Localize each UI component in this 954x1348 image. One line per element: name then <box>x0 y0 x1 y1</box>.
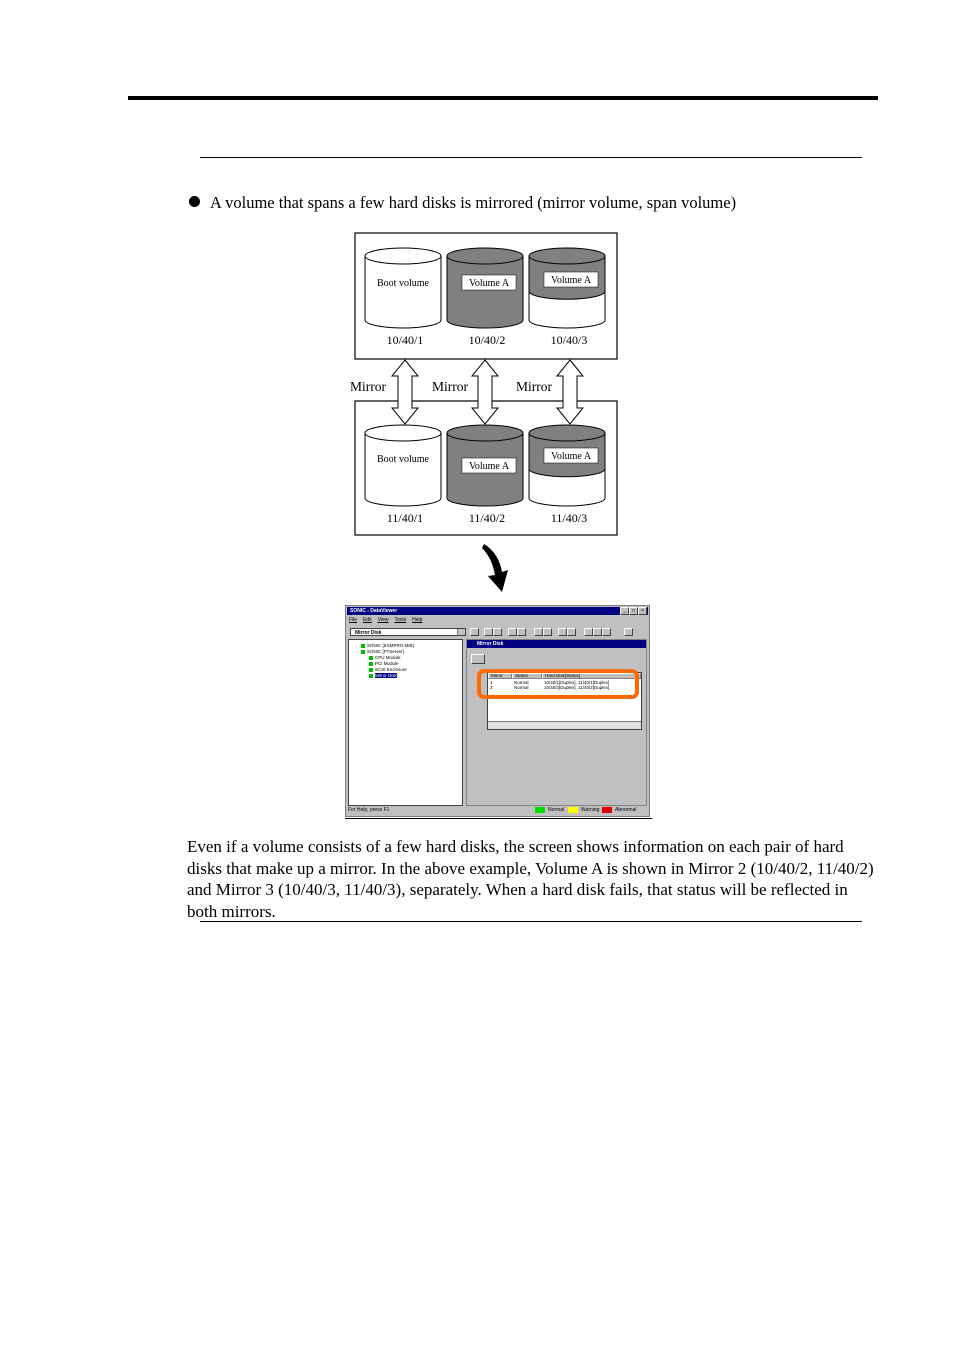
cut-icon[interactable] <box>508 628 517 636</box>
bottom-disk-id: 11/40/3 <box>551 511 587 525</box>
close-button[interactable]: × <box>638 607 647 615</box>
menu-file[interactable]: File <box>349 617 358 623</box>
bullet-dot <box>189 196 200 207</box>
horizontal-scrollbar[interactable] <box>488 721 641 729</box>
table-row[interactable]: 1 Normal 10/40/1[Duplex], 11/40/1[Duplex… <box>490 680 610 685</box>
large-icons-icon[interactable] <box>558 628 567 636</box>
tree-item-ftserver[interactable]: SONIC [FTServer] <box>361 649 404 654</box>
bottom-disk-label: Volume A <box>551 451 592 462</box>
dataviewer-window: SONIC - DataViewer _ □ × File Edit View … <box>345 605 650 817</box>
copy-icon[interactable] <box>517 628 526 636</box>
section-top-rule <box>200 157 862 158</box>
bottom-disk-id: 11/40/1 <box>387 511 423 525</box>
bottom-disk-3: Volume A 11/40/3 <box>528 424 606 525</box>
details-icon[interactable] <box>593 628 602 636</box>
top-disk-label: Volume A <box>469 278 510 289</box>
help-icon[interactable] <box>624 628 633 636</box>
window-title: SONIC - DataViewer <box>347 607 648 615</box>
tree-item-cpu-module[interactable]: CPU Module <box>369 655 401 660</box>
column-status[interactable]: Status <box>512 673 542 679</box>
small-icons-icon[interactable] <box>567 628 576 636</box>
column-mirror[interactable]: Mirror <box>488 673 512 679</box>
menu-bar: File Edit View Tools Help <box>349 617 422 624</box>
bullet-text: A volume that spans a few hard disks is … <box>210 193 737 212</box>
list-icon[interactable] <box>584 628 593 636</box>
legend-warning-label: Warning <box>581 807 600 813</box>
down-arrow-icon <box>482 544 508 592</box>
tree-item-pci-module[interactable]: PCI Module <box>369 661 399 666</box>
mirror-label-1: Mirror <box>350 379 386 394</box>
screenshot-underline <box>345 818 652 819</box>
node-icon <box>361 649 365 654</box>
header-rule <box>128 96 878 100</box>
highlight-frame <box>477 669 639 699</box>
legend-abnormal-swatch <box>602 807 612 813</box>
combo-dropdown-icon[interactable] <box>457 629 465 635</box>
forward-icon[interactable] <box>493 628 502 636</box>
table-row[interactable]: 2 Normal 10/40/2[Duplex], 11/40/2[Duplex… <box>490 685 610 690</box>
explanation-paragraph: Even if a volume consists of a few hard … <box>187 837 874 921</box>
top-disk-id: 10/40/3 <box>551 333 588 347</box>
maximize-button[interactable]: □ <box>629 607 638 615</box>
tree-item-esmpro[interactable]: SONIC [ESMPRO MIB] <box>361 643 414 648</box>
node-icon <box>361 643 365 648</box>
top-disk-2: Volume A 10/40/2 <box>446 247 524 347</box>
status-bar: For Help, press F1 Normal Warning Abnorm… <box>348 806 647 814</box>
section-bottom-rule <box>200 921 862 922</box>
print-icon[interactable] <box>534 628 543 636</box>
menu-tools[interactable]: Tools <box>394 617 407 623</box>
top-disk-1: Boot volume 10/40/1 <box>364 247 442 347</box>
node-icon <box>369 667 373 672</box>
bottom-disk-2: Volume A 11/40/2 <box>446 424 524 525</box>
mirror-label-3: Mirror <box>516 379 552 394</box>
mirror-arrow-1 <box>390 359 420 425</box>
top-disk-id: 10/40/2 <box>469 333 506 347</box>
legend-normal-label: Normal <box>548 807 565 813</box>
tree-item-mirror-disk[interactable]: Mirror Disk <box>369 673 397 678</box>
combo-value: Mirror Disk <box>355 630 382 636</box>
legend-abnormal-label: Abnormal <box>615 807 637 813</box>
tree-item-scsi-enclosure[interactable]: SCSI Enclosure <box>369 667 407 672</box>
list-header: Mirror Status Hard Disk[Status] <box>488 673 641 679</box>
bottom-disk-id: 11/40/2 <box>469 511 505 525</box>
legend-warning-swatch <box>568 807 578 813</box>
mirror-list: Mirror Status Hard Disk[Status] 1 Normal… <box>487 672 642 730</box>
bottom-disk-1: Boot volume 11/40/1 <box>364 424 442 525</box>
bottom-disk-label: Volume A <box>469 461 510 472</box>
node-icon <box>369 661 373 666</box>
mirror-arrow-3 <box>555 359 585 425</box>
up-folder-icon[interactable] <box>470 628 479 636</box>
legend-normal-swatch <box>535 807 545 813</box>
menu-view[interactable]: View <box>377 617 389 623</box>
top-disk-label: Volume A <box>551 275 592 286</box>
top-disk-3: Volume A 10/40/3 <box>528 247 606 347</box>
column-hard-disk[interactable]: Hard Disk[Status] <box>542 673 641 679</box>
bottom-disk-label: Boot volume <box>377 454 430 465</box>
mirror-label-2: Mirror <box>432 379 468 394</box>
node-icon <box>369 655 373 660</box>
menu-edit[interactable]: Edit <box>363 617 372 623</box>
toolbar: Mirror Disk <box>348 626 647 637</box>
top-disk-label: Boot volume <box>377 278 430 289</box>
mirror-arrow-2 <box>470 359 500 425</box>
panel-title: Mirror Disk <box>467 640 646 648</box>
tree-view: SONIC [ESMPRO MIB] SONIC [FTServer] CPU … <box>348 639 463 806</box>
panel-action-button[interactable] <box>471 654 485 664</box>
top-disk-id: 10/40/1 <box>387 333 424 347</box>
refresh-icon[interactable] <box>602 628 611 636</box>
location-combo[interactable]: Mirror Disk <box>350 628 466 636</box>
minimize-button[interactable]: _ <box>620 607 629 615</box>
properties-icon[interactable] <box>543 628 552 636</box>
node-icon <box>369 673 373 678</box>
back-icon[interactable] <box>484 628 493 636</box>
status-text: For Help, press F1 <box>348 807 390 813</box>
menu-help[interactable]: Help <box>412 617 423 623</box>
detail-panel: Mirror Disk Mirror Status Hard Disk[Stat… <box>466 639 647 806</box>
